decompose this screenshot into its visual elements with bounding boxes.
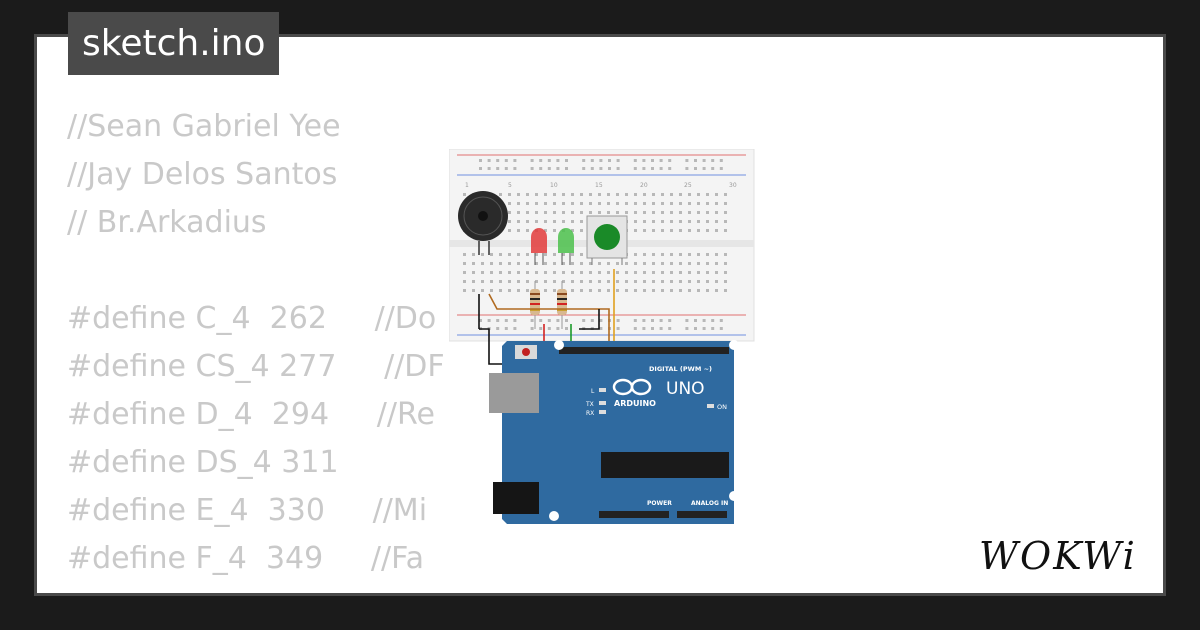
- code-line: #define CS_4 277 //DF: [67, 349, 445, 384]
- code-line: // Br.Arkadius: [67, 205, 267, 240]
- power-label: POWER: [647, 500, 672, 507]
- wokwi-logo: WOKWi: [979, 534, 1137, 578]
- code-line: #define D_4 294 //Re: [67, 397, 435, 432]
- led-label-tx: TX: [585, 401, 594, 408]
- code-line: #define F_4 349 //Fa: [67, 541, 424, 576]
- col-num-10: 10: [550, 182, 558, 189]
- wokwi-logo-text: WOKWi: [979, 534, 1137, 578]
- led-label-l: L: [591, 388, 595, 395]
- push-button[interactable]: [586, 215, 628, 265]
- code-line: //Jay Delos Santos: [67, 157, 338, 192]
- code-line: #define DS_4 311: [67, 445, 339, 480]
- col-num-5: 5: [508, 182, 512, 189]
- usb-port: [489, 373, 539, 413]
- power-header: [599, 511, 669, 518]
- code-line: [67, 247, 445, 295]
- col-num-30: 30: [729, 182, 737, 189]
- digital-label: DIGITAL (PWM ~): [649, 365, 712, 373]
- led-red[interactable]: [531, 228, 547, 265]
- buzzer[interactable]: [458, 191, 508, 255]
- code-line: #define FS_4 370 //CF: [67, 583, 445, 593]
- code-preview: //Sean Gabriel Yee //Jay Delos Santos // B…: [67, 103, 445, 593]
- led-label-rx: RX: [586, 410, 594, 417]
- analog-header: [677, 511, 727, 518]
- file-name-tab: sketch.ino: [68, 12, 280, 75]
- arduino-uno-board[interactable]: UNO ARDUINO DIGITAL (PWM ~) POWER ANALOG…: [489, 340, 739, 524]
- preview-card: //Sean Gabriel Yee //Jay Delos Santos // B…: [34, 34, 1166, 596]
- arduino-logo-icon: [612, 378, 652, 396]
- code-line: #define C_4 262 //Do: [67, 301, 437, 336]
- code-line: //Sean Gabriel Yee: [67, 109, 341, 144]
- analog-label: ANALOG IN: [691, 500, 728, 507]
- col-num-25: 25: [684, 182, 692, 189]
- code-line: #define E_4 330 //Mi: [67, 493, 428, 528]
- board-model-label: UNO: [666, 379, 705, 399]
- circuit-diagram: 1 5 10 15 20 25 30: [449, 149, 755, 524]
- col-num-15: 15: [595, 182, 603, 189]
- board-brand-label: ARDUINO: [614, 399, 656, 408]
- power-jack: [493, 482, 539, 514]
- on-label: ON: [717, 403, 727, 411]
- col-num-1: 1: [465, 182, 469, 189]
- digital-header: [559, 347, 729, 354]
- led-green[interactable]: [558, 228, 574, 265]
- microcontroller-chip: [601, 452, 729, 478]
- col-num-20: 20: [640, 182, 648, 189]
